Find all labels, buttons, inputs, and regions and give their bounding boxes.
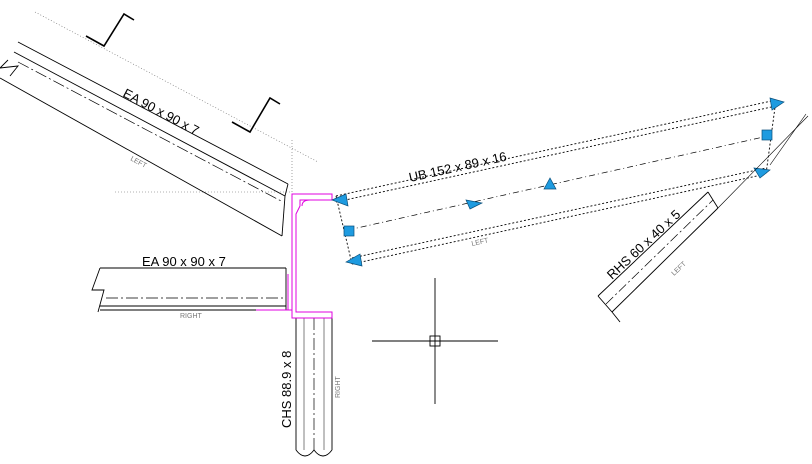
member-ea-top[interactable] — [0, 41, 289, 237]
label-ub: UB 152 x 89 x 16 — [407, 149, 508, 185]
side-label-ea-mid: RIGHT — [180, 313, 203, 320]
grip-arrow-ub-end-bottom[interactable] — [753, 167, 771, 179]
member-ea-mid[interactable] — [91, 267, 287, 313]
side-label-rhs: LEFT — [671, 260, 689, 277]
grip-arrow-ub-mid[interactable] — [465, 199, 484, 210]
side-label-ub: LEFT — [471, 237, 490, 248]
break-mark-ea-top — [0, 59, 20, 77]
grip-square-ub-end[interactable] — [761, 129, 773, 141]
grip-arrow-ub-start-top[interactable] — [331, 193, 349, 207]
grip-arrow-ub-end-top[interactable] — [769, 97, 785, 111]
member-ub[interactable] — [335, 99, 777, 265]
member-chs[interactable] — [295, 318, 333, 457]
crosshair-cursor-icon — [372, 278, 498, 404]
label-ea-mid: EA 90 x 90 x 7 — [142, 254, 226, 269]
selection-grips[interactable] — [331, 97, 785, 267]
gusset-plate[interactable] — [256, 193, 333, 319]
section-symbol-top — [85, 12, 281, 134]
break-mark-chs — [295, 449, 333, 457]
member-rhs[interactable] — [597, 113, 809, 323]
grip-square-ub-start[interactable] — [343, 225, 355, 237]
label-chs: CHS 88.9 x 8 — [279, 351, 294, 428]
break-mark-ea-mid — [91, 267, 105, 313]
grip-arrow-ub-start-bottom[interactable] — [345, 253, 363, 267]
grip-arrow-ub-mid-up[interactable] — [543, 177, 557, 190]
side-label-ea-top: LEFT — [129, 156, 148, 171]
construction-lines — [34, 11, 319, 215]
construction-line-top — [34, 11, 319, 163]
side-label-chs: RIGHT — [335, 376, 342, 399]
